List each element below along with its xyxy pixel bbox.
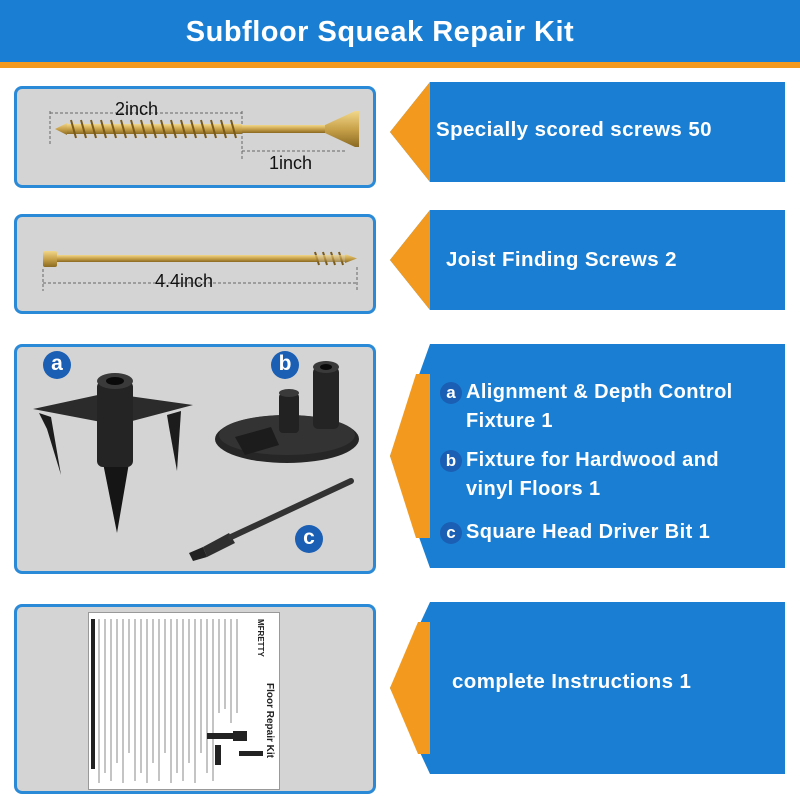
page-title: Subfloor Squeak Repair Kit xyxy=(185,16,575,48)
badge-c: c xyxy=(295,525,323,553)
joist-screw-image xyxy=(42,251,358,291)
joist-screws-label: Joist Finding Screws 2 xyxy=(446,248,677,271)
alignment-fixture-shape xyxy=(33,373,193,533)
driver-bit-label: Square Head Driver Bit 1 xyxy=(466,521,711,543)
instructions-document: MFRETTY Floor Repair Kit xyxy=(88,612,280,790)
instructions-text-lines xyxy=(91,619,263,783)
joist-screws-arrow: Joist Finding Screws 2 xyxy=(390,210,785,310)
scored-screw-image xyxy=(49,111,359,159)
screw-length-thread-label: 2inch xyxy=(115,99,159,119)
scored-screws-label: Specially scored screws 50 xyxy=(436,118,712,141)
badge-b: b xyxy=(271,351,299,379)
fixtures-image xyxy=(33,361,359,561)
scored-screw-panel: 2inch 1inch xyxy=(14,86,376,188)
header-accent-line xyxy=(0,62,800,68)
instructions-doc-title: Floor Repair Kit xyxy=(264,683,275,759)
item-badge-b: b xyxy=(440,450,462,472)
hardwood-fixture-label: Fixture for Hardwood and vinyl Floors 1 xyxy=(466,449,719,500)
item-badge-c: c xyxy=(440,522,462,544)
instructions-brand: MFRETTY xyxy=(256,619,265,657)
instructions-arrow: complete Instructions 1 xyxy=(390,602,785,774)
item-badge-a: a xyxy=(440,382,462,404)
alignment-fixture-label: Alignment & Depth Control Fixture 1 xyxy=(466,381,733,432)
fixtures-arrow xyxy=(390,344,785,568)
joist-screw-length-label: 4.4inch xyxy=(155,271,214,291)
joist-screw-panel: 4.4inch xyxy=(14,214,376,314)
badge-a: a xyxy=(43,351,71,379)
scored-screws-arrow: Specially scored screws 50 xyxy=(390,82,785,182)
header-bar xyxy=(0,0,800,62)
screw-length-shank-label: 1inch xyxy=(269,153,313,173)
instructions-label: complete Instructions 1 xyxy=(452,670,692,693)
hardwood-fixture-shape xyxy=(215,361,359,463)
fixtures-panel: a b c xyxy=(14,344,376,574)
driver-bit-shape xyxy=(189,478,354,561)
